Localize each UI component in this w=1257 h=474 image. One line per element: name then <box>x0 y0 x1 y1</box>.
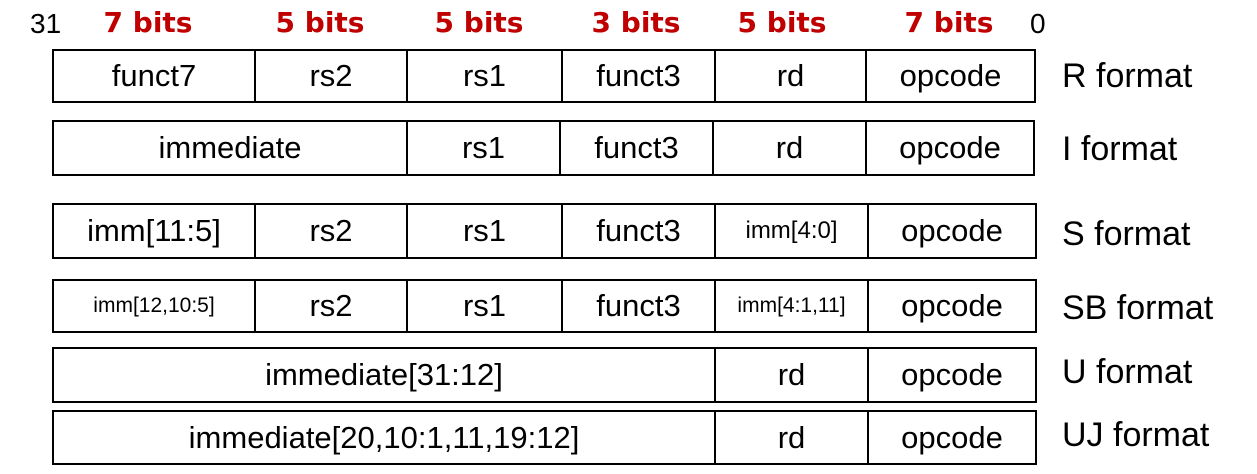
uj-format-row: immediate[20,10:1,11,19:12] rd opcode <box>0 410 1257 465</box>
field-rd: rd <box>714 410 869 465</box>
format-label-r: R format <box>1062 57 1193 95</box>
field-opcode: opcode <box>865 49 1036 103</box>
field-immediate-31-12: immediate[31:12] <box>52 347 716 403</box>
format-label-s: S format <box>1062 215 1191 253</box>
sb-format-row: imm[12,10:5] rs2 rs1 funct3 imm[4:1,11] … <box>0 279 1257 333</box>
field-funct3: funct3 <box>561 49 716 103</box>
width-label-funct7: 7 bits <box>103 6 193 39</box>
field-rd: rd <box>712 120 867 176</box>
field-rs1: rs1 <box>406 279 563 333</box>
field-rd: rd <box>714 347 869 403</box>
width-label-rd: 5 bits <box>737 6 827 39</box>
field-immediate-20-10-1-11-19-12: immediate[20,10:1,11,19:12] <box>52 410 716 465</box>
format-label-i: I format <box>1062 130 1178 168</box>
s-format-row: imm[11:5] rs2 rs1 funct3 imm[4:0] opcode <box>0 203 1257 259</box>
field-funct3: funct3 <box>561 203 716 259</box>
format-label-u: U format <box>1062 353 1193 391</box>
field-imm-4-0: imm[4:0] <box>714 203 869 259</box>
format-label-sb: SB format <box>1062 289 1214 327</box>
width-label-rs1: 5 bits <box>434 6 524 39</box>
field-imm-11-5: imm[11:5] <box>52 203 256 259</box>
r-format-row: funct7 rs2 rs1 funct3 rd opcode <box>0 49 1257 103</box>
field-imm-12-10-5: imm[12,10:5] <box>52 279 256 333</box>
field-rs1: rs1 <box>406 203 563 259</box>
field-funct3: funct3 <box>559 120 714 176</box>
u-format-row: immediate[31:12] rd opcode <box>0 347 1257 403</box>
field-rs2: rs2 <box>254 279 408 333</box>
format-label-uj: UJ format <box>1062 416 1210 454</box>
field-rs1: rs1 <box>406 49 563 103</box>
field-rs2: rs2 <box>254 49 408 103</box>
field-opcode: opcode <box>867 279 1037 333</box>
field-immediate: immediate <box>52 120 408 176</box>
field-opcode: opcode <box>865 120 1035 176</box>
field-imm-4-1-11: imm[4:1,11] <box>714 279 869 333</box>
field-funct3: funct3 <box>561 279 716 333</box>
width-label-funct3: 3 bits <box>591 6 681 39</box>
msb-bit-number: 31 <box>30 8 62 39</box>
field-rd: rd <box>714 49 867 103</box>
field-rs2: rs2 <box>254 203 408 259</box>
field-funct7: funct7 <box>52 49 256 103</box>
field-opcode: opcode <box>867 347 1037 403</box>
field-opcode: opcode <box>867 410 1037 465</box>
width-label-rs2: 5 bits <box>275 6 365 39</box>
lsb-bit-number: 0 <box>1030 8 1046 39</box>
field-rs1: rs1 <box>406 120 561 176</box>
i-format-row: immediate rs1 funct3 rd opcode <box>0 120 1257 176</box>
width-label-opcode: 7 bits <box>904 6 994 39</box>
field-opcode: opcode <box>867 203 1037 259</box>
